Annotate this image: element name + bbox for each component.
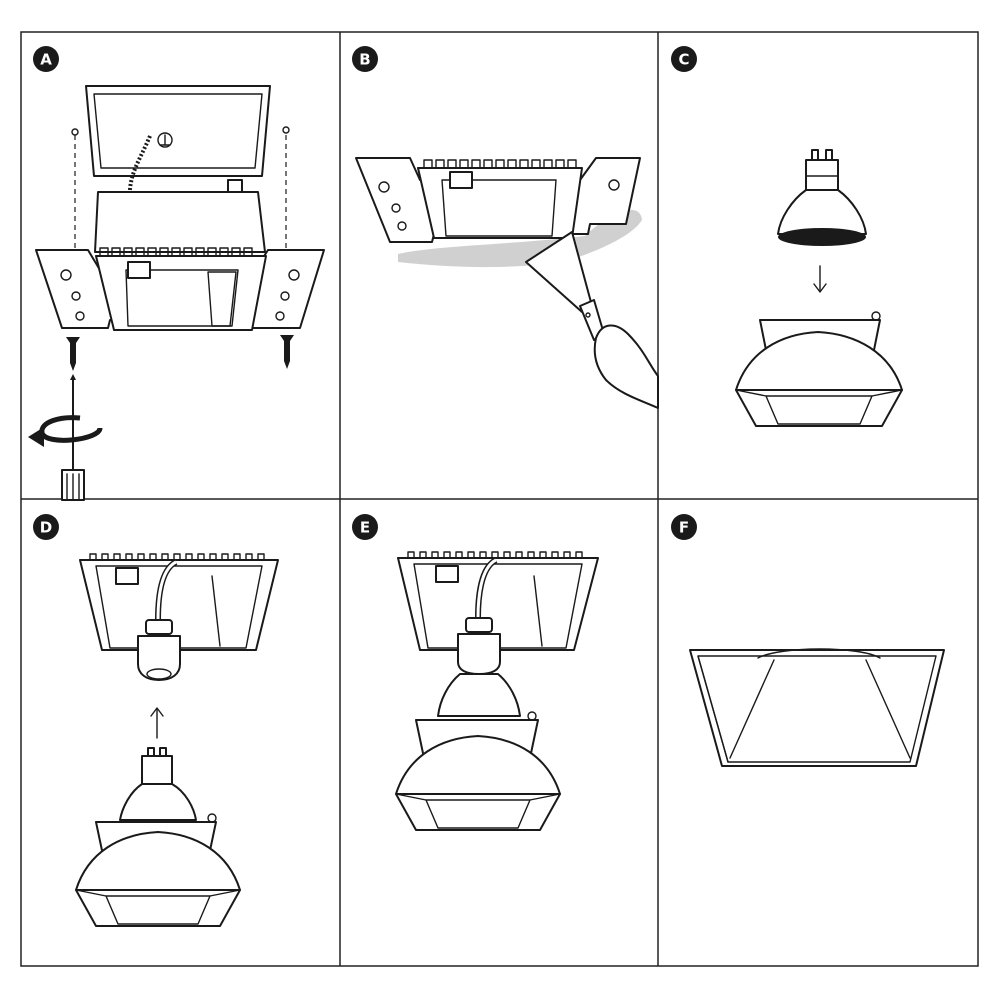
panel-d-illustration	[75, 553, 279, 927]
supply-cable	[476, 558, 497, 619]
recessed-housing	[95, 255, 267, 331]
svg-text:E: E	[360, 519, 370, 537]
panel-e-illustration	[395, 551, 599, 831]
panel-c-illustration	[735, 149, 903, 427]
rotate-arrow-icon	[28, 415, 103, 447]
screw-left	[66, 337, 80, 371]
screwdriver	[61, 374, 85, 501]
panel-grid	[20, 31, 979, 967]
svg-text:F: F	[679, 519, 689, 537]
putty-knife	[525, 231, 605, 341]
panel-label-b: B	[352, 46, 378, 72]
screw-right	[280, 335, 294, 369]
arrow-down-icon	[813, 265, 827, 293]
square-trim	[735, 311, 903, 427]
panel-label-c: C	[671, 46, 697, 72]
panel-label-d: D	[33, 514, 59, 540]
plaster-smear	[398, 209, 642, 268]
assembled-lamp	[395, 617, 561, 831]
svg-text:D: D	[40, 519, 52, 537]
panel-a-illustration	[28, 85, 325, 501]
installed-trim	[689, 648, 945, 767]
lamp-in-trim	[75, 747, 241, 927]
hand	[593, 324, 659, 409]
svg-text:C: C	[678, 51, 689, 69]
gu10-lamp	[777, 149, 867, 246]
recessed-housing	[79, 553, 279, 651]
driver-box	[94, 191, 266, 253]
panel-label-e: E	[352, 514, 378, 540]
recessed-housing	[397, 551, 599, 651]
arrow-up-icon	[150, 707, 164, 739]
svg-text:A: A	[40, 51, 52, 69]
panel-f-illustration	[689, 648, 945, 767]
svg-text:B: B	[359, 51, 370, 69]
panel-label-f: F	[671, 514, 697, 540]
panel-b-illustration	[355, 157, 659, 409]
junction-box	[85, 85, 271, 177]
panel-label-a: A	[33, 46, 59, 72]
lamp-holder	[137, 619, 181, 681]
